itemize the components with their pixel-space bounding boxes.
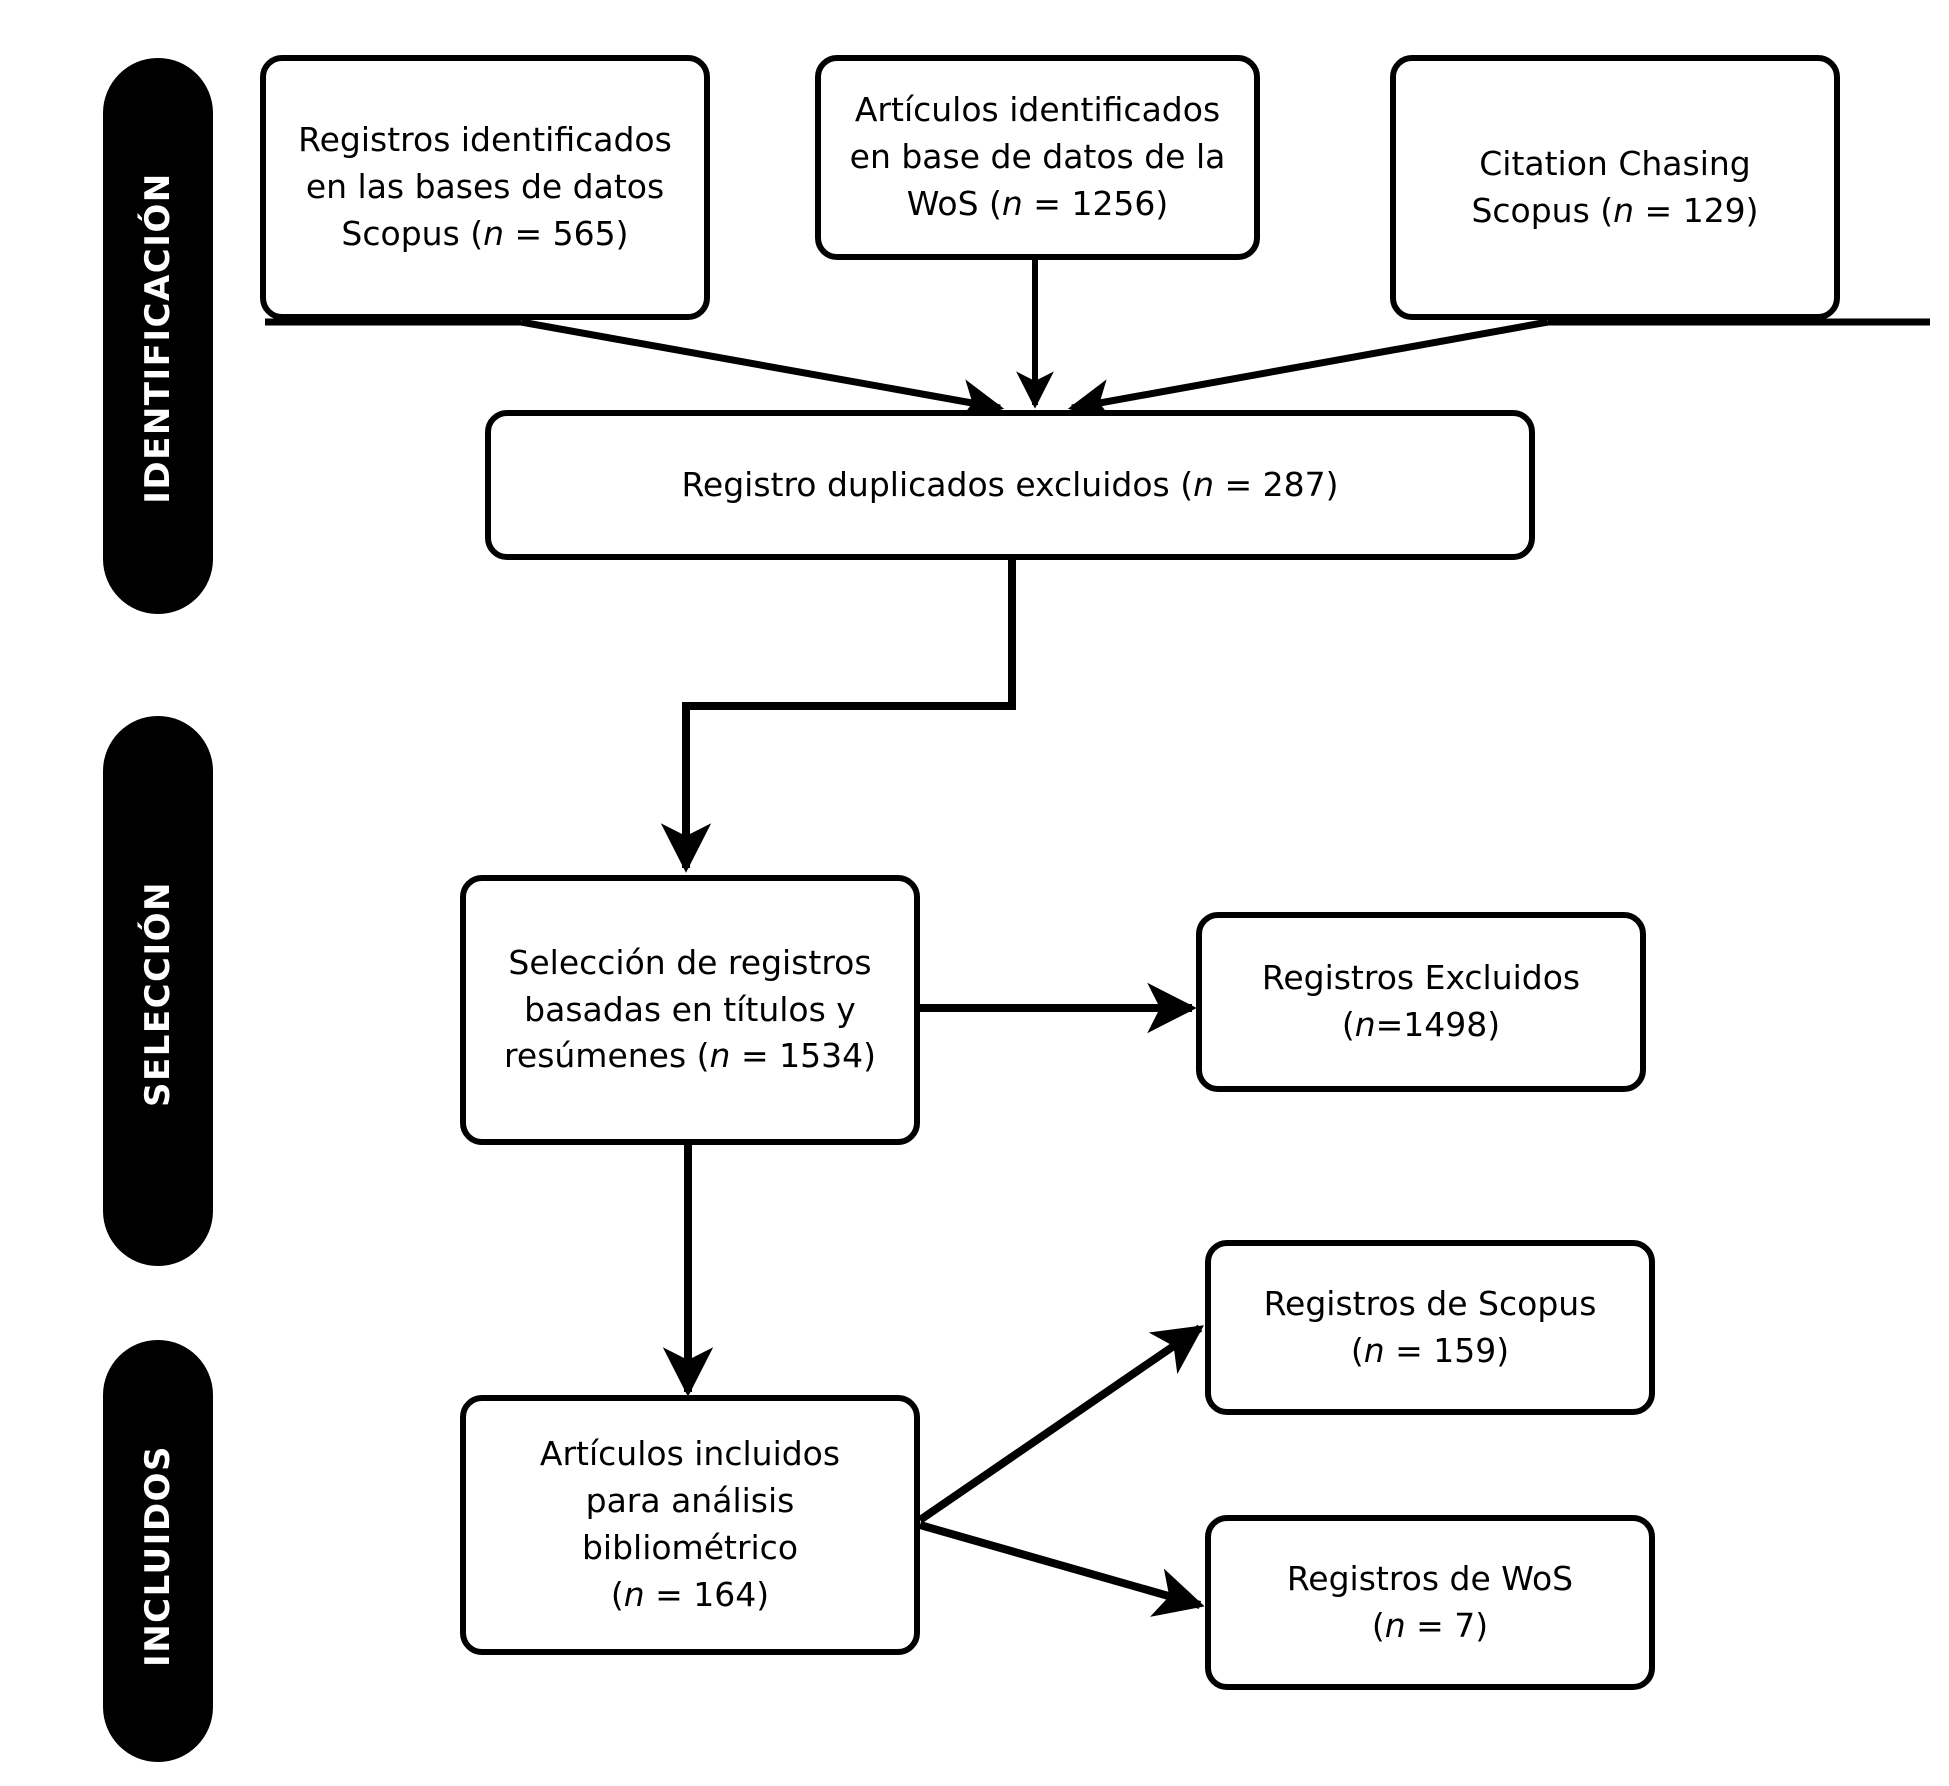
node-included-articles-text: Artículos incluidos para análisis biblio… xyxy=(539,1434,841,1614)
stage-pill-identificacion xyxy=(103,58,213,614)
node-records-excluded[interactable]: Registros Excluidos (n=1498) xyxy=(1196,912,1646,1092)
node-duplicates-excluded-text: Registro duplicados excluidos (n = 287) xyxy=(681,464,1339,504)
node-scopus-records-text: Registros identificados en las bases de … xyxy=(298,120,672,253)
connector-citation-to-duplicates xyxy=(1067,318,1930,423)
stage-pill-seleccion xyxy=(103,716,213,1266)
connector-duplicates-to-screening xyxy=(660,560,1016,873)
node-wos-records[interactable]: Artículos identificados en base de datos… xyxy=(815,55,1260,260)
stage-label-identificacion: IDENTIFICACIÓN xyxy=(138,172,178,504)
node-citation-chasing[interactable]: Citation Chasing Scopus (n = 129) xyxy=(1390,55,1840,320)
node-citation-chasing-text: Citation Chasing Scopus (n = 129) xyxy=(1471,143,1759,230)
connector-scopus-to-duplicates xyxy=(265,318,1005,423)
node-scopus-included[interactable]: Registros de Scopus (n = 159) xyxy=(1205,1240,1655,1415)
node-included-articles[interactable]: Artículos incluidos para análisis biblio… xyxy=(460,1395,920,1655)
node-scopus-included-text: Registros de Scopus (n = 159) xyxy=(1263,1283,1597,1370)
node-duplicates-excluded[interactable]: Registro duplicados excluidos (n = 287) xyxy=(485,410,1535,560)
node-records-excluded-text: Registros Excluidos (n=1498) xyxy=(1261,958,1581,1044)
node-wos-included-text: Registros de WoS (n = 7) xyxy=(1286,1558,1574,1645)
stage-label-seleccion: SELECCIÓN xyxy=(138,880,178,1108)
node-scopus-records[interactable]: Registros identificados en las bases de … xyxy=(260,55,710,320)
node-screening[interactable]: Selección de registros basadas en título… xyxy=(460,875,920,1145)
node-screening-text: Selección de registros basadas en título… xyxy=(504,942,876,1076)
stage-pill-incluidos xyxy=(103,1340,213,1762)
node-wos-included[interactable]: Registros de WoS (n = 7) xyxy=(1205,1515,1655,1690)
stage-label-incluidos: INCLUIDOS xyxy=(138,1445,178,1667)
node-wos-records-text: Artículos identificados en base de datos… xyxy=(849,90,1226,223)
connector-included-to-scopus xyxy=(917,1324,1204,1524)
connector-included-to-wos xyxy=(918,1521,1205,1617)
